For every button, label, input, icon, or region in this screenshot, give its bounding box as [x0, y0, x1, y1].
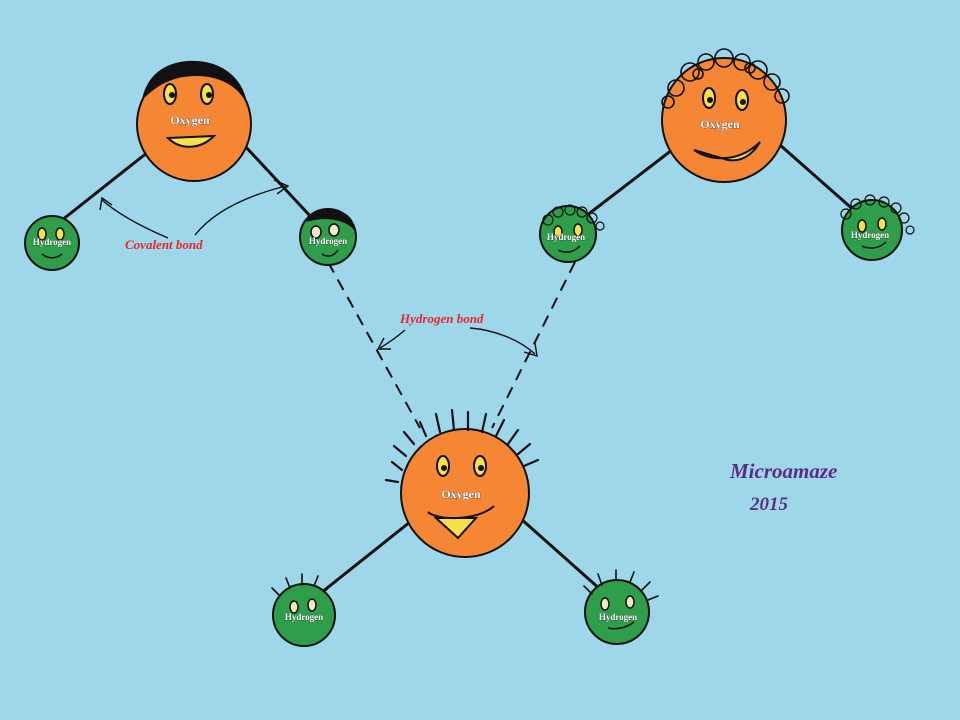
hydrogen-label: Hydrogen: [599, 612, 637, 622]
hydrogen-bond-left: [327, 261, 421, 429]
oxygen-label: Oxygen: [700, 117, 740, 131]
arrow-covalent-left: [101, 199, 169, 239]
eye-icon: [600, 597, 610, 611]
hydrogen-bond-arrows: [376, 327, 538, 357]
hydrogen-bond-lines: [327, 261, 576, 429]
bond-m1-left: [51, 150, 149, 230]
molecule-2: Oxygen Hydrogen Hydrogen: [539, 48, 915, 263]
hydrogen-label: Hydrogen: [33, 237, 71, 247]
brand-year: 2015: [749, 494, 789, 515]
arrow-hbond-left: [379, 329, 406, 349]
eye-icon: [328, 223, 340, 237]
hydrogen-bond-right: [491, 261, 576, 429]
spiky-hair-icon: [271, 573, 333, 597]
hydrogen-atom-1a: Hydrogen: [24, 215, 80, 271]
hydrogen-label: Hydrogen: [285, 612, 323, 622]
eye-icon: [307, 598, 317, 612]
eye-icon: [877, 217, 887, 231]
curly-hair-icon: [661, 48, 790, 109]
eye-icon: [310, 225, 322, 239]
covalent-bond-arrows: [99, 179, 290, 239]
oxygen-label: Oxygen: [170, 113, 210, 127]
oxygen-atom-3: Oxygen: [384, 408, 540, 558]
arrow-hbond-right: [469, 327, 536, 355]
eye-icon: [55, 227, 65, 241]
hydrogen-label: Hydrogen: [851, 230, 889, 240]
hydrogen-atom-3b: Hydrogen: [583, 569, 659, 645]
bond-m3-right: [519, 516, 611, 600]
smile-icon: [41, 253, 63, 259]
smile-icon: [321, 249, 339, 257]
hydrogen-atom-2a: Hydrogen: [539, 204, 605, 263]
brand-name: Microamaze: [729, 459, 837, 483]
smile-icon: [165, 134, 217, 148]
molecule-1: Oxygen Hydrogen Hydrogen: [24, 60, 357, 271]
smile-icon: [607, 621, 635, 630]
hydrogen-atom-3a: Hydrogen: [271, 573, 336, 647]
oxygen-atom-2: Oxygen: [661, 48, 790, 183]
hydrogen-atom-2b: Hydrogen: [840, 194, 915, 261]
covalent-bond-label: Covalent bond: [125, 237, 203, 252]
curly-hair-icon: [542, 204, 605, 231]
bond-m2-right: [779, 143, 857, 214]
arrow-covalent-right: [194, 185, 287, 236]
eye-icon: [573, 223, 583, 237]
smile-icon: [557, 245, 581, 253]
hydrogen-label: Hydrogen: [547, 232, 585, 242]
eye-icon: [625, 595, 635, 609]
oxygen-atom-1: Oxygen: [136, 60, 252, 182]
arrowhead-covalent-left: [99, 196, 113, 211]
eye-icon: [37, 227, 47, 241]
smile-icon: [693, 141, 761, 162]
curly-hair-icon: [840, 194, 915, 235]
hydrogen-bond-label: Hydrogen bond: [399, 311, 484, 326]
eye-icon: [289, 600, 299, 614]
eye-icon: [857, 219, 867, 233]
hydrogen-label: Hydrogen: [309, 236, 347, 246]
molecule-3: Oxygen Hydrogen Hydrogen: [271, 408, 659, 647]
smile-icon: [861, 241, 887, 249]
spiky-hair-icon: [384, 408, 540, 484]
eye-icon: [553, 225, 563, 239]
bond-m2-left: [585, 148, 673, 218]
hydrogen-atom-1b: Hydrogen: [299, 208, 357, 266]
spiky-hair-icon: [583, 569, 659, 601]
arrowhead-hbond-right: [523, 342, 538, 357]
hair-icon: [142, 60, 247, 104]
arrowhead-hbond-left: [376, 337, 391, 350]
oxygen-label: Oxygen: [441, 487, 481, 501]
hair-icon: [306, 209, 355, 230]
arrowhead-covalent-right: [273, 179, 290, 195]
